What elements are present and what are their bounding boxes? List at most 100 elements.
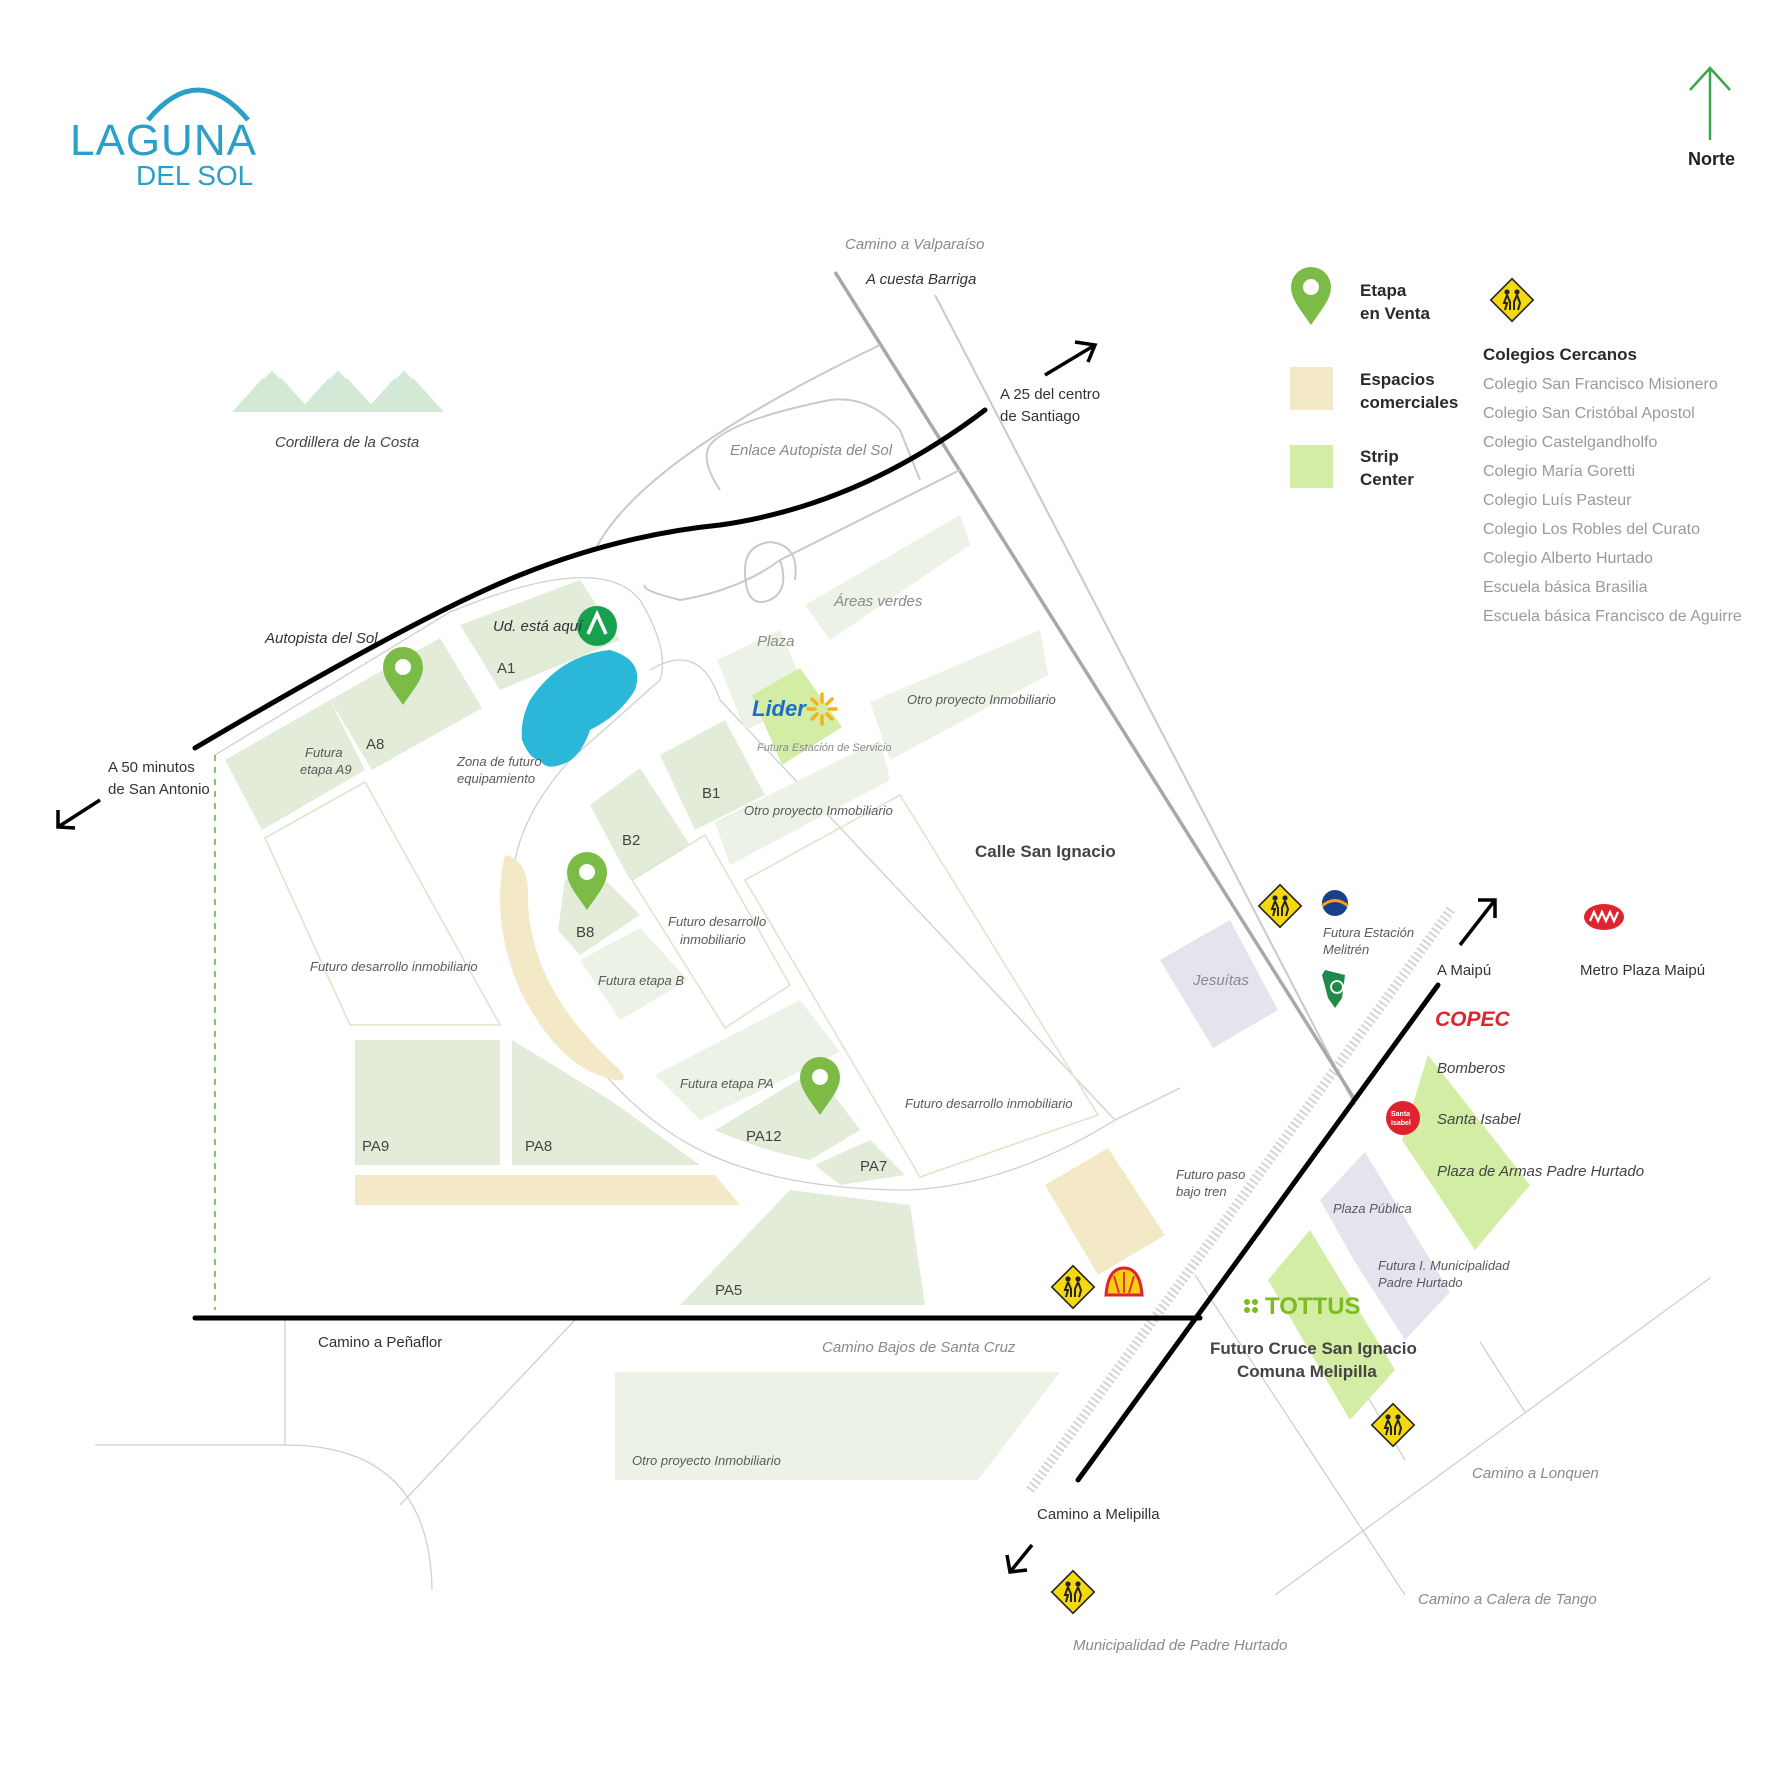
svg-text:Futura etapa PA: Futura etapa PA — [680, 1076, 774, 1091]
svg-text:Colegio María Goretti: Colegio María Goretti — [1483, 463, 1635, 480]
svg-text:PA9: PA9 — [362, 1138, 389, 1155]
svg-text:Lider: Lider — [752, 696, 807, 721]
svg-text:inmobiliario: inmobiliario — [680, 932, 746, 947]
school-sign-icon — [1050, 1569, 1096, 1615]
svg-text:Otro proyecto Inmobiliario: Otro proyecto Inmobiliario — [632, 1453, 781, 1468]
svg-text:Plaza de Armas Padre Hurtado: Plaza de Armas Padre Hurtado — [1437, 1163, 1644, 1180]
svg-text:B1: B1 — [702, 785, 720, 802]
svg-text:A 50 minutos: A 50 minutos — [108, 759, 195, 776]
north-arrow-icon — [1689, 66, 1731, 140]
svg-text:Plaza Pública: Plaza Pública — [1333, 1201, 1412, 1216]
svg-text:A1: A1 — [497, 660, 515, 677]
police-shield-icon — [1322, 970, 1345, 1008]
direction-arrows — [56, 340, 1497, 1574]
shell-icon — [1104, 1266, 1144, 1297]
minor-roads — [95, 294, 1711, 1596]
svg-text:Municipalidad de Padre Hurtado: Municipalidad de Padre Hurtado — [1073, 1637, 1287, 1654]
map-labels: Camino a Valparaíso A cuesta Barriga Cor… — [108, 236, 1705, 1654]
legend-green-swatch — [1290, 445, 1333, 488]
svg-text:Jesuítas: Jesuítas — [1192, 972, 1249, 989]
legend: Etapa en Venta Espacios comerciales Stri… — [1290, 267, 1742, 625]
school-sign-icon — [1257, 883, 1303, 929]
svg-text:bajo tren: bajo tren — [1176, 1184, 1227, 1199]
svg-text:Futuro desarrollo: Futuro desarrollo — [668, 914, 766, 929]
svg-text:Camino a Lonquen: Camino a Lonquen — [1472, 1465, 1599, 1482]
svg-text:Camino a Calera de Tango: Camino a Calera de Tango — [1418, 1591, 1597, 1608]
main-roads — [192, 407, 1441, 1483]
svg-text:Colegio Castelgandholfo: Colegio Castelgandholfo — [1483, 434, 1657, 451]
svg-text:Comuna Melipilla: Comuna Melipilla — [1237, 1362, 1377, 1381]
mountains-icon — [232, 365, 444, 412]
lake — [521, 650, 638, 767]
metro-icon — [1584, 904, 1624, 930]
svg-text:Camino Bajos de Santa Cruz: Camino Bajos de Santa Cruz — [822, 1339, 1016, 1356]
svg-text:Futuro desarrollo inmobiliario: Futuro desarrollo inmobiliario — [905, 1096, 1073, 1111]
svg-text:Escuela básica Brasilia: Escuela básica Brasilia — [1483, 579, 1648, 596]
lots-a — [225, 580, 620, 1026]
svg-text:etapa A9: etapa A9 — [300, 762, 352, 777]
legend-school-sign-icon — [1489, 277, 1535, 323]
svg-text:B2: B2 — [622, 832, 640, 849]
svg-text:Colegio Los Robles del Curato: Colegio Los Robles del Curato — [1483, 521, 1700, 538]
lot-numbers: A1 A8 B1 B2 B8 PA9 PA8 PA12 PA7 PA5 — [362, 660, 887, 1299]
svg-text:A Maipú: A Maipú — [1437, 962, 1491, 979]
svg-text:A 25 del centro: A 25 del centro — [1000, 386, 1100, 403]
svg-text:B8: B8 — [576, 924, 594, 941]
svg-text:Santa Isabel: Santa Isabel — [1437, 1111, 1521, 1128]
svg-text:de San Antonio: de San Antonio — [108, 781, 210, 798]
logo-line2: DEL SOL — [136, 160, 253, 191]
svg-text:Colegio Alberto Hurtado: Colegio Alberto Hurtado — [1483, 550, 1653, 567]
svg-text:Futura Estación de Servicio: Futura Estación de Servicio — [757, 742, 892, 754]
svg-text:Autopista del Sol: Autopista del Sol — [264, 630, 378, 647]
svg-text:comerciales: comerciales — [1360, 393, 1458, 412]
svg-text:Colegio San Francisco Misioner: Colegio San Francisco Misionero — [1483, 376, 1718, 393]
santa-isabel-icon: Santa Isabel — [1386, 1101, 1420, 1135]
legend-pin-icon — [1291, 267, 1331, 325]
svg-text:Metro Plaza Maipú: Metro Plaza Maipú — [1580, 962, 1705, 979]
svg-text:PA7: PA7 — [860, 1158, 887, 1175]
svg-text:A8: A8 — [366, 736, 384, 753]
svg-text:Zona de futuro: Zona de futuro — [456, 754, 542, 769]
schools-title: Colegios Cercanos — [1483, 345, 1637, 364]
svg-text:Melitrén: Melitrén — [1323, 942, 1369, 957]
lots-b — [500, 515, 1100, 1185]
svg-text:Futura Estación: Futura Estación — [1323, 925, 1414, 940]
svg-text:Espacios: Espacios — [1360, 370, 1435, 389]
svg-text:en Venta: en Venta — [1360, 304, 1430, 323]
svg-text:PA8: PA8 — [525, 1138, 552, 1155]
svg-text:A cuesta Barriga: A cuesta Barriga — [865, 271, 976, 288]
svg-text:Strip: Strip — [1360, 447, 1399, 466]
svg-text:Santa: Santa — [1391, 1111, 1410, 1118]
svg-text:Futura etapa B: Futura etapa B — [598, 973, 684, 988]
lots-pa — [355, 920, 1278, 1480]
svg-text:Futuro desarrollo inmobiliario: Futuro desarrollo inmobiliario — [310, 959, 478, 974]
svg-text:Camino a Melipilla: Camino a Melipilla — [1037, 1506, 1160, 1523]
svg-text:Plaza: Plaza — [757, 633, 795, 650]
svg-text:PA12: PA12 — [746, 1128, 782, 1145]
svg-text:Enlace Autopista del Sol: Enlace Autopista del Sol — [730, 442, 893, 459]
svg-text:Áreas verdes: Áreas verdes — [833, 593, 923, 610]
legend-beige-swatch — [1290, 367, 1333, 410]
svg-text:Padre Hurtado: Padre Hurtado — [1378, 1275, 1463, 1290]
svg-text:PA5: PA5 — [715, 1282, 742, 1299]
logo: LAGUNA DEL SOL — [70, 87, 257, 191]
svg-text:equipamiento: equipamiento — [457, 771, 535, 786]
north-label: Norte — [1688, 149, 1735, 169]
padre-hurtado-blocks — [1268, 1055, 1530, 1420]
svg-text:Otro proyecto Inmobiliario: Otro proyecto Inmobiliario — [907, 692, 1056, 707]
lider-logo: Lider — [752, 692, 838, 726]
svg-text:Etapa: Etapa — [1360, 281, 1407, 300]
svg-text:Cordillera de la Costa: Cordillera de la Costa — [275, 434, 419, 451]
svg-text:Camino a Valparaíso: Camino a Valparaíso — [845, 236, 985, 253]
you-are-here-icon — [577, 606, 617, 646]
logo-line1: LAGUNA — [70, 116, 257, 165]
calle-san-ignacio-road — [833, 271, 1357, 1101]
tottus-logo: TOTTUS — [1244, 1293, 1361, 1320]
svg-text:Futuro paso: Futuro paso — [1176, 1167, 1245, 1182]
svg-text:Colegio Luís Pasteur: Colegio Luís Pasteur — [1483, 492, 1632, 509]
svg-text:Futura I. Municipalidad: Futura I. Municipalidad — [1378, 1258, 1510, 1273]
svg-text:Bomberos: Bomberos — [1437, 1060, 1506, 1077]
svg-text:Futura: Futura — [305, 745, 343, 760]
melitren-icon — [1321, 890, 1349, 916]
